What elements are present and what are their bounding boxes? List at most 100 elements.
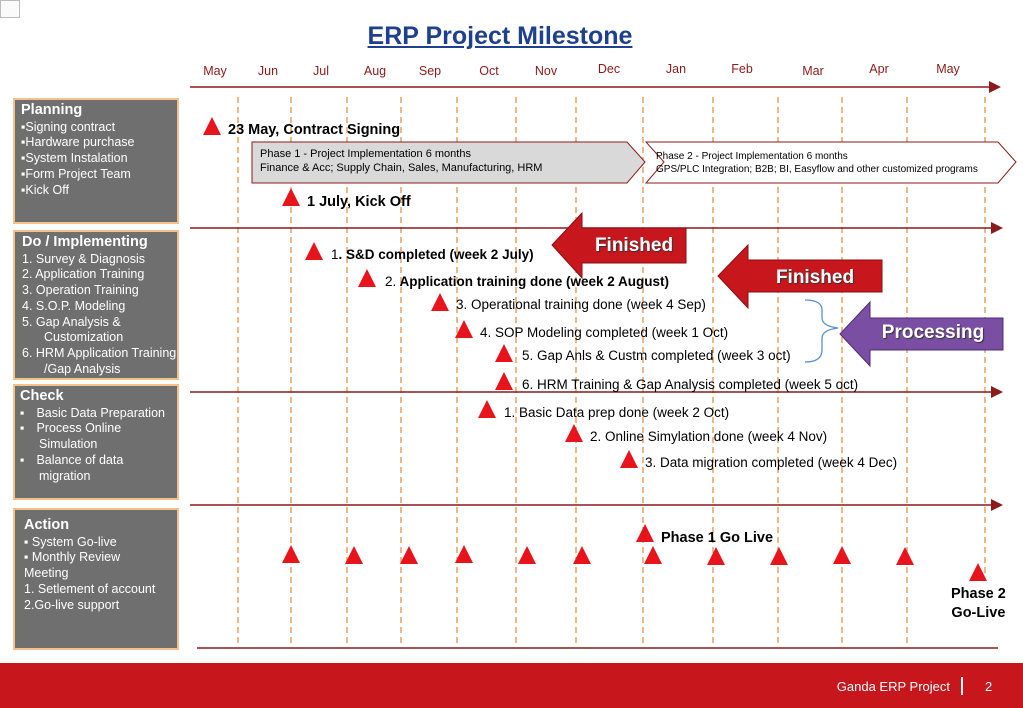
month-label: Jan — [665, 62, 687, 76]
month-label: Jul — [313, 64, 329, 78]
panel-item: ▪Balance of data — [20, 452, 124, 467]
review-marker — [573, 546, 591, 564]
finished2-badge-arrow — [717, 243, 883, 310]
panel-item: 1. Setlement of account — [24, 581, 156, 596]
contract-label: 23 May, Contract Signing — [228, 122, 401, 138]
phase2-label: Phase 2 - Project Implementation 6 month… — [656, 151, 978, 175]
finished1-badge-arrow — [551, 211, 687, 280]
do3-label: 3. Operational training done (week 4 Sep… — [456, 297, 706, 312]
action-panel: Action ▪ System Go-live ▪ Monthly Review… — [13, 508, 179, 650]
review-marker — [644, 546, 662, 564]
footer-project: Ganda ERP Project — [836, 679, 950, 694]
review-marker — [455, 545, 473, 563]
panel-item: ▪Process Online — [20, 421, 122, 436]
month-label: Nov — [534, 64, 558, 78]
phase2-arrow — [644, 141, 1017, 184]
panel-heading: Planning — [21, 102, 83, 118]
finished-badge: Finished — [594, 235, 674, 256]
check2-label: 2. Online Simylation done (week 4 Nov) — [590, 429, 828, 444]
panel-item: /Gap Analysis — [44, 361, 121, 376]
milestone-marker — [305, 242, 323, 260]
golive2-marker — [969, 563, 987, 581]
review-marker — [896, 547, 914, 565]
panel-item: ▪Basic Data Preparation — [20, 405, 165, 420]
do6-label: 6. HRM Training & Gap Analysis completed… — [522, 377, 859, 392]
month-label: Aug — [363, 64, 387, 78]
review-marker — [400, 546, 418, 564]
bracket — [804, 299, 839, 363]
golive1-label: Phase 1 Go Live — [661, 530, 774, 546]
milestone-marker — [478, 400, 496, 418]
page-title: ERP Project Milestone — [367, 22, 633, 50]
panel-item: ▪ Monthly Review — [24, 550, 121, 565]
month-label: Jun — [257, 64, 279, 78]
panel-item: 4. S.O.P. Modeling — [22, 298, 126, 313]
month-label: May — [936, 62, 960, 76]
month-label: Dec — [597, 62, 621, 76]
panel-heading: Do / Implementing — [22, 234, 148, 250]
month-label: Oct — [479, 64, 499, 78]
review-marker — [707, 547, 725, 565]
bullet-icon: ▪ — [20, 421, 25, 436]
month-label: Feb — [731, 62, 753, 76]
panel-item: 2. Application Training — [22, 267, 145, 282]
review-marker — [518, 546, 536, 564]
panel-item: ▪Hardware purchase — [21, 135, 135, 150]
footer-bar: Ganda ERP Project 2 — [0, 663, 1023, 708]
milestone-marker — [282, 188, 300, 206]
panel-item: ▪Kick Off — [21, 182, 69, 197]
milestone-marker — [431, 293, 449, 311]
corner-logo — [0, 0, 20, 18]
panel-item: Simulation — [39, 437, 98, 452]
do2-label: 2. Application training done (week 2 Aug… — [385, 274, 670, 289]
month-label: Apr — [869, 62, 889, 76]
panel-item: 3. Operation Training — [22, 283, 139, 298]
month-label: Sep — [418, 64, 442, 78]
month-label: Mar — [802, 64, 824, 78]
panel-item: 6. HRM Application Training — [22, 345, 177, 360]
month-label: May — [203, 64, 227, 78]
do-panel: Do / Implementing 1. Survey & Diagnosis … — [13, 230, 179, 380]
review-marker — [770, 547, 788, 565]
do1-label: 1. S&D completed (week 2 July) — [331, 247, 534, 262]
panel-item: ▪Form Project Team — [21, 166, 131, 181]
check3-label: 3. Data migration completed (week 4 Dec) — [645, 455, 898, 470]
check-panel: Check ▪Basic Data Preparation ▪Process O… — [13, 384, 179, 500]
panel-heading: Action — [24, 517, 70, 533]
milestone-marker — [455, 320, 473, 338]
do4-label: 4. SOP Modeling completed (week 1 Oct) — [480, 325, 729, 340]
processing-badge: Processing — [881, 322, 985, 343]
footer-divider — [961, 677, 963, 695]
check1-label: 1. Basic Data prep done (week 2 Oct) — [504, 405, 730, 420]
milestone-marker — [203, 117, 221, 135]
panel-item: ▪Signing contract — [21, 119, 116, 134]
bullet-icon: ▪ — [20, 405, 25, 420]
page-number: 2 — [985, 679, 993, 694]
panel-item: ▪System Instalation — [21, 151, 128, 166]
review-marker — [345, 546, 363, 564]
milestone-marker — [620, 450, 638, 468]
phase1-label: Phase 1 - Project Implementation 6 month… — [260, 148, 543, 174]
processing-badge-arrow — [839, 300, 1004, 368]
panel-item: migration — [39, 468, 91, 483]
golive-marker — [636, 524, 654, 542]
golive2-label: Phase 2 Go-Live — [951, 586, 1006, 621]
planning-panel: Planning ▪Signing contract ▪Hardware pur… — [13, 98, 179, 224]
kickoff-label: 1 July, Kick Off — [307, 194, 411, 210]
panel-item: Meeting — [24, 566, 69, 581]
phase1-arrow — [251, 141, 646, 184]
bullet-icon: ▪ — [20, 452, 25, 467]
panel-item: Customization — [44, 330, 124, 345]
milestone-marker — [358, 269, 376, 287]
panel-item: 2.Go-live support — [24, 597, 120, 612]
do5-label: 5. Gap Anls & Custm completed (week 3 oc… — [522, 348, 791, 363]
milestone-marker — [495, 372, 513, 390]
panel-heading: Check — [20, 388, 64, 404]
milestone-marker — [565, 424, 583, 442]
review-marker — [833, 546, 851, 564]
finished-badge: Finished — [775, 267, 855, 288]
panel-item: 1. Survey & Diagnosis — [22, 251, 145, 266]
milestone-marker — [495, 344, 513, 362]
review-marker — [282, 545, 300, 563]
